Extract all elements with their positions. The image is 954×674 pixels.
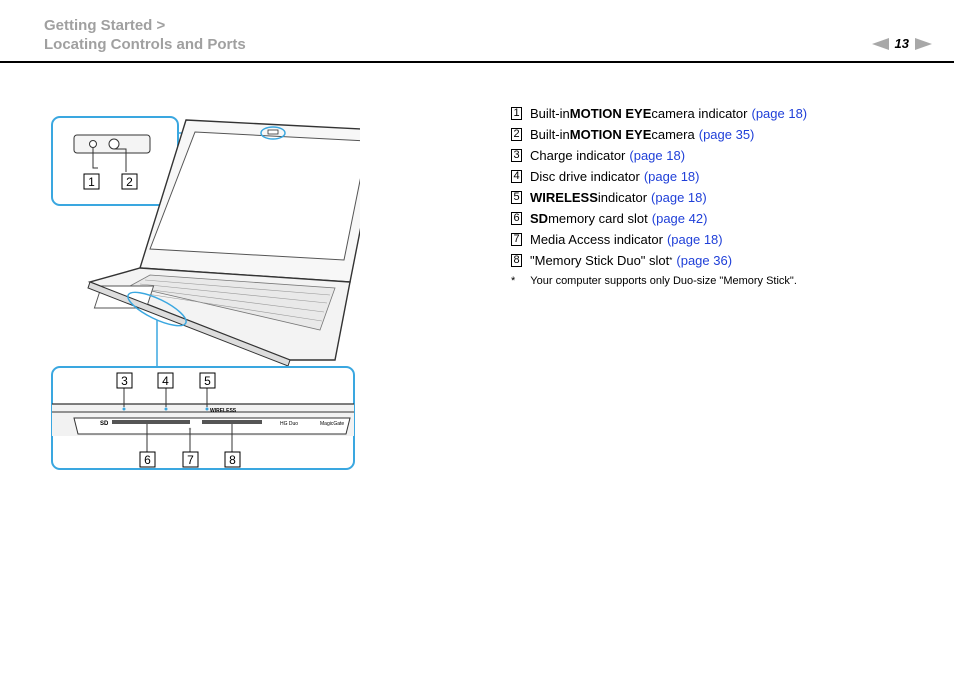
page-link[interactable]: (page 35) <box>698 127 755 142</box>
list-item: 7 Media Access indicator (page 18) <box>511 229 807 250</box>
callout-3: 3 <box>121 374 128 388</box>
callout-box-4 <box>157 372 174 389</box>
item-number: 5 <box>511 191 522 204</box>
sd-card-slot <box>112 420 190 424</box>
list-item: 1 Built-in MOTION EYE camera indicator (… <box>511 103 807 124</box>
magicgate-label: MagicGate <box>320 421 344 427</box>
hg-duo-label: HG Duo <box>280 421 298 427</box>
page-link[interactable]: (page 18) <box>666 232 723 247</box>
list-item: 8 "Memory Stick Duo" slot* (page 36) <box>511 250 807 271</box>
callout-4: 4 <box>162 374 169 388</box>
camera-callout-frame <box>51 116 179 206</box>
header-divider <box>0 61 954 63</box>
item-number: 8 <box>511 254 522 267</box>
breadcrumb-section[interactable]: Getting Started > <box>44 17 166 34</box>
footnote-marker: * <box>669 256 673 265</box>
memory-stick-slot <box>202 420 262 424</box>
callout-6: 6 <box>144 453 151 467</box>
list-item: 2 Built-in MOTION EYE camera (page 35) <box>511 124 807 145</box>
callout-box-6 <box>139 451 156 468</box>
sd-label: SD <box>100 421 109 427</box>
controls-list: 1 Built-in MOTION EYE camera indicator (… <box>511 103 807 271</box>
laptop-screen <box>149 131 360 261</box>
list-item: 3 Charge indicator (page 18) <box>511 145 807 166</box>
callout-8: 8 <box>229 453 236 467</box>
laptop-illustration: 1 2 SD WIRELESS HG Duo MagicGate 3 4 <box>51 116 360 470</box>
wireless-indicator-led <box>205 407 209 411</box>
page-link[interactable]: (page 36) <box>676 253 733 268</box>
media-access-indicator-led <box>188 427 192 431</box>
wireless-label: WIRELESS <box>210 408 237 414</box>
item-number: 2 <box>511 128 522 141</box>
callout-2: 2 <box>126 175 133 189</box>
list-item: 4 Disc drive indicator (page 18) <box>511 166 807 187</box>
page-link[interactable]: (page 18) <box>643 169 700 184</box>
item-number: 3 <box>511 149 522 162</box>
callout-box-7 <box>182 451 199 468</box>
item-number: 4 <box>511 170 522 183</box>
footnote-text: Your computer supports only Duo-size "Me… <box>530 275 797 287</box>
page-link[interactable]: (page 42) <box>651 211 708 226</box>
list-item: 5 WIRELESS indicator (page 18) <box>511 187 807 208</box>
footnote-mark: * <box>511 275 516 287</box>
item-number: 6 <box>511 212 522 225</box>
callout-5: 5 <box>204 374 211 388</box>
item-number: 1 <box>511 107 522 120</box>
page-link[interactable]: (page 18) <box>651 190 707 205</box>
footnote: * Your computer supports only Duo-size "… <box>511 275 797 287</box>
keyboard <box>128 274 336 331</box>
callout-box-3 <box>116 372 133 389</box>
page-navigation: 13 <box>871 36 932 51</box>
charge-indicator-led <box>122 407 126 411</box>
disc-drive-indicator-led <box>164 407 168 411</box>
callout-box-2 <box>121 173 138 190</box>
next-page-icon[interactable] <box>915 37 932 50</box>
page-number: 13 <box>894 36 909 51</box>
callout-1: 1 <box>88 175 95 189</box>
callout-box-5 <box>199 372 216 389</box>
callout-7: 7 <box>187 453 194 467</box>
list-item: 6 SD memory card slot (page 42) <box>511 208 807 229</box>
callout-box-8 <box>224 451 241 468</box>
item-number: 7 <box>511 233 522 246</box>
camera-lens-icon <box>108 138 120 150</box>
camera-highlight <box>260 126 286 140</box>
camera-indicator-icon <box>89 140 97 148</box>
page-link[interactable]: (page 18) <box>629 148 686 163</box>
front-panel-highlight <box>127 291 187 327</box>
callout-box-1 <box>83 173 100 190</box>
previous-page-icon[interactable] <box>871 37 889 50</box>
page-title: Locating Controls and Ports <box>44 36 246 53</box>
page-link[interactable]: (page 18) <box>751 106 808 121</box>
